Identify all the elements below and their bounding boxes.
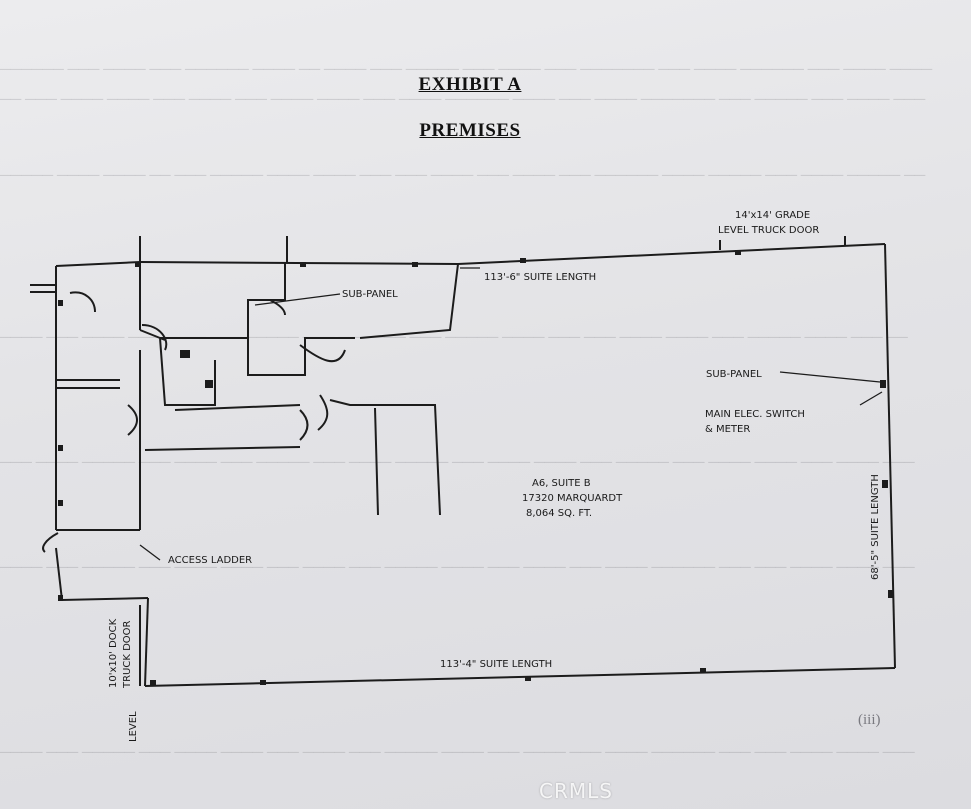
suite-length-right: 68'-5" SUITE LENGTH [870,474,881,580]
sub-panel-left-label: SUB-PANEL [342,289,398,300]
background-text: ────── ─── ──── ─── ────── ──── ── ──── … [0,62,933,78]
premises-heading: PREMISES [419,120,521,141]
leader-main-switch [859,391,883,406]
door-swings [42,291,346,553]
dock-level-label: LEVEL [128,711,139,742]
truck-door-label-2: LEVEL TRUCK DOOR [718,225,819,236]
left-wall [55,261,149,602]
sub-panel-right-label: SUB-PANEL [706,369,762,380]
access-ladder-label: ACCESS LADDER [168,555,252,566]
suite-info-1: A6, SUITE B [532,478,591,489]
leader-sub-panel-right [779,371,881,383]
dock-wall [144,597,149,687]
truck-door-label-1: 14'x14' GRADE [735,210,810,221]
interior-walls [56,262,459,531]
main-switch-label-1: MAIN ELEC. SWITCH [705,409,805,420]
background-text: ───── ──── ──── ── ─── ───── ──── ──── ─… [0,168,926,184]
top-wall [139,243,886,266]
suite-length-bottom: 113'-4" SUITE LENGTH [440,659,552,670]
background-text: ─── ──── ───── ─── ──── ─── ───── ─── ──… [0,455,915,471]
bottom-wall [144,667,896,687]
section-number: (iii) [858,712,881,728]
dock-door-label-1: 10'x10' DOCK [108,618,119,688]
suite-info-2: 17320 MARQUARDT [522,493,623,504]
background-text: ──── ─── ───── ─── ──── ──── ─── ──── ──… [0,560,915,576]
suite-info-3: 8,064 SQ. FT. [526,508,592,519]
suite-length-top: 113'-6" SUITE LENGTH [484,272,596,283]
leader-sub-panel-left [254,293,341,306]
right-wall [884,243,896,669]
crmls-watermark: CRMLS [539,779,613,803]
background-text: ──── ─── ───── ─── ──── ──── ─── ──── ──… [0,745,915,761]
dock-door-label-2: TRUCK DOOR [122,620,133,689]
background-text: ──── ─── ──── ─── ──── ─── ───── ─── ── … [0,330,908,346]
leader-access-ladder [139,544,161,561]
exhibit-heading: EXHIBIT A [418,74,522,95]
background-text: ── ─── ──── ──── ─── ──── ─── ──── ──── … [0,92,926,108]
main-switch-label-2: & METER [705,424,750,435]
